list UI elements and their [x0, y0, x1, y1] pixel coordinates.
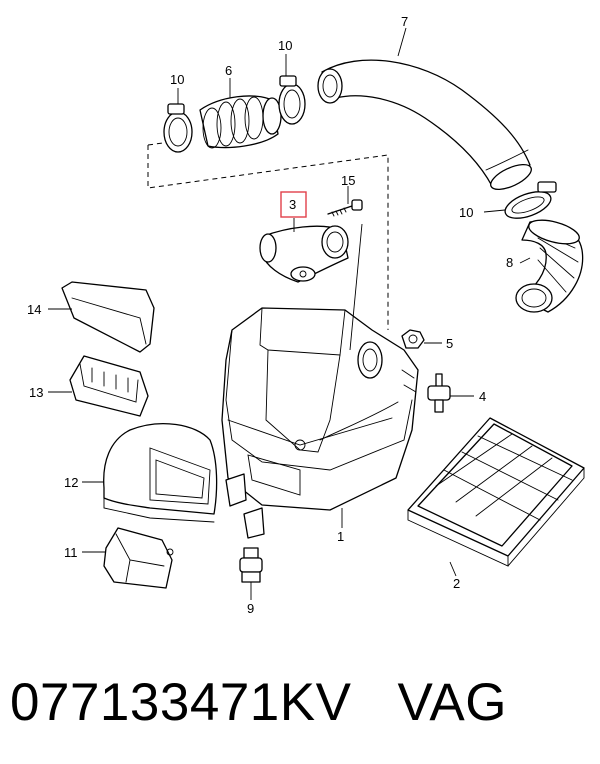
cover-plate-part-14 [61, 281, 155, 353]
exploded-parts-diagram: 7 10 6 10 15 3 10 8 14 5 13 4 12 1 11 2 … [27, 14, 585, 616]
air-filter-housing-part-1 [221, 307, 419, 539]
callout-4: 4 [479, 389, 486, 404]
callout-10-left: 10 [170, 72, 184, 87]
hose-clamp-part-10-right [504, 181, 557, 219]
highlight-box-part-3 [280, 191, 307, 218]
part-number: 077133471KV [10, 673, 352, 732]
brand-name: VAG [397, 673, 507, 732]
screw-part-15 [327, 199, 363, 217]
callout-9: 9 [247, 601, 254, 616]
callout-10-right: 10 [459, 205, 473, 220]
hose-clamp-part-10-middle [278, 75, 306, 125]
frame-part-13 [69, 355, 149, 417]
rubber-mount-part-4 [427, 373, 451, 413]
callout-12: 12 [64, 475, 78, 490]
nut-part-5 [401, 329, 425, 349]
callout-10-top: 10 [278, 38, 292, 53]
bellows-part-6 [199, 95, 282, 149]
air-duct-part-12 [103, 423, 218, 523]
intake-hose-part-7 [317, 59, 532, 191]
callout-15: 15 [341, 173, 355, 188]
filter-element-part-2 [407, 417, 585, 567]
elbow-connector-part-8 [515, 219, 584, 313]
caption: 077133471KV VAG [0, 668, 600, 738]
callout-14: 14 [27, 302, 41, 317]
intake-pipe-part-3 [259, 225, 349, 283]
sensor-part-9 [239, 547, 263, 583]
callout-1: 1 [337, 529, 344, 544]
callout-8: 8 [506, 255, 513, 270]
leader-lines [48, 27, 531, 600]
callout-6: 6 [225, 63, 232, 78]
callout-labels: 7 10 6 10 15 3 10 8 14 5 13 4 12 1 11 2 … [27, 14, 513, 616]
callout-2: 2 [453, 576, 460, 591]
callout-11: 11 [64, 545, 78, 560]
callout-3: 3 [289, 197, 296, 212]
callout-5: 5 [446, 336, 453, 351]
callout-13: 13 [29, 385, 43, 400]
duct-piece-part-11 [103, 527, 174, 589]
callout-7: 7 [401, 14, 408, 29]
hose-clamp-part-10-left [163, 103, 193, 153]
